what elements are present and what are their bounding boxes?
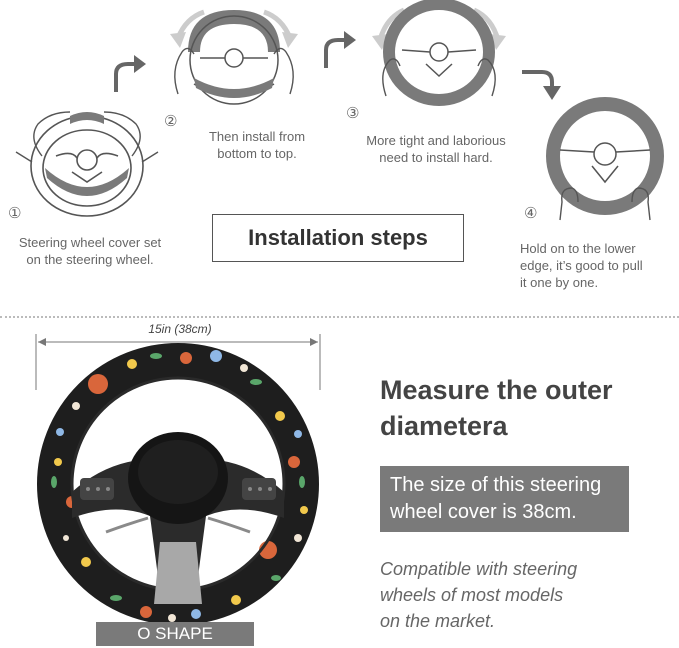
step1-text-line: Steering wheel cover set [18,235,162,250]
measure-heading-line: diametera [380,411,508,441]
step3-wheel-illustration [372,0,506,106]
step4-number: ④ [524,205,538,222]
hands-icon [174,47,294,95]
installation-steps-title: Installation steps [212,214,464,262]
compatibility-text: Compatible with steering wheels of most … [380,556,670,634]
dimension-label: 15in (38cm) [148,322,212,336]
step4-wheel-illustration [546,97,664,221]
step4-text-line: Hold on to the lower [520,241,636,256]
step1-number: ① [8,205,22,222]
size-info-line: wheel cover is 38cm. [390,501,577,523]
measure-heading-line: Measure the outer [380,375,613,405]
step3-number: ③ [346,105,360,122]
hands-icon [15,111,159,163]
dimension-line [35,334,321,390]
step2-text-line: bottom to top. [217,146,297,161]
step1-wheel-illustration [15,111,159,217]
compatibility-line: Compatible with steering [380,559,578,579]
compatibility-line: on the market. [380,611,496,631]
step4-text: Hold on to the lower edge, it’s good to … [520,240,676,291]
size-info-line: The size of this steering [390,474,602,496]
hands-icon [559,187,651,221]
curved-arrow-icon [114,55,146,92]
step3-text: More tight and laborious need to install… [346,132,526,166]
step4-text-line: edge, it’s good to pull [520,258,643,273]
o-shape-label: O SHAPE [96,622,254,646]
step3-text-line: need to install hard. [379,150,493,165]
curved-arrow-icon [324,31,356,68]
step1-text-line: on the steering wheel. [26,252,154,267]
size-info-box: The size of this steering wheel cover is… [380,466,629,532]
step2-number: ② [164,113,178,130]
step2-text: Then install from bottom to top. [176,128,338,162]
hands-icon [382,58,496,97]
product-steering-wheel-image [37,343,319,625]
step2-text-line: Then install from [208,129,306,144]
curved-arrow-icon [522,70,561,100]
section-divider [0,316,679,318]
step2-wheel-illustration [170,9,298,105]
step4-text-line: it one by one. [520,275,599,290]
step1-text: Steering wheel cover set on the steering… [0,234,180,268]
step3-text-line: More tight and laborious [366,133,506,148]
measure-heading: Measure the outer diametera [380,372,670,444]
compatibility-line: wheels of most models [380,585,564,605]
